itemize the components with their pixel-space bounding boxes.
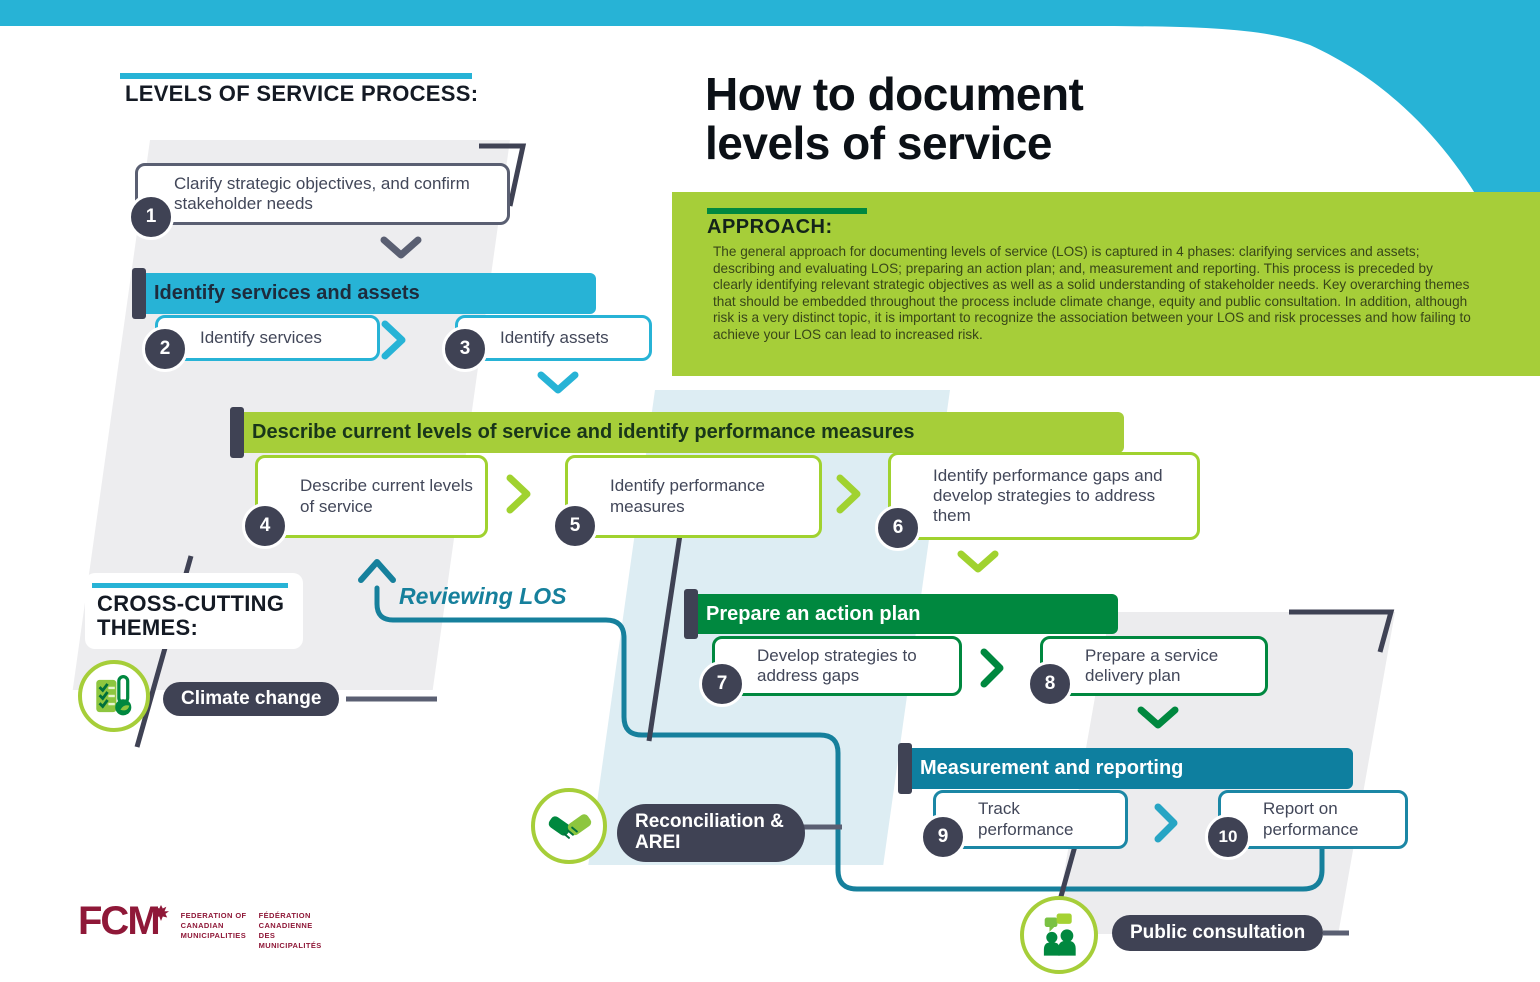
step-5-label: Identify performance measures bbox=[610, 476, 765, 516]
themes-heading-rule bbox=[92, 583, 288, 588]
approach-body: The general approach for documenting lev… bbox=[713, 244, 1471, 342]
page-title-line2: levels of service bbox=[705, 117, 1052, 170]
people-glyph bbox=[1043, 913, 1076, 956]
step-box-6: Identify performance gaps and develop st… bbox=[875, 452, 1200, 551]
phase-4-label: Measurement and reporting bbox=[920, 757, 1184, 779]
page-title: How to document levels of service bbox=[705, 68, 1084, 170]
step-box-10: Report on performance 10 bbox=[1205, 790, 1408, 860]
step-10-label: Report on performance bbox=[1263, 799, 1359, 839]
phase-3-label: Prepare an action plan bbox=[706, 602, 921, 625]
phase-1-header: Identify services and assets bbox=[132, 268, 596, 319]
step-8-number: 8 bbox=[1027, 661, 1073, 707]
step-7-number: 7 bbox=[699, 661, 745, 707]
climate-change-icon bbox=[78, 660, 150, 732]
reviewing-los-label: Reviewing LOS bbox=[399, 583, 567, 609]
phase-2-label: Describe current levels of service and i… bbox=[252, 421, 915, 443]
step-7-label: Develop strategies to address gaps bbox=[757, 645, 917, 685]
top-right-corner-shape bbox=[1060, 0, 1540, 338]
step-4-number: 4 bbox=[242, 503, 288, 549]
page-title-line1: How to document bbox=[705, 68, 1084, 120]
step-3-label: Identify assets bbox=[500, 327, 609, 347]
approach-heading: APPROACH: bbox=[707, 216, 833, 238]
themes-heading: CROSS-CUTTING THEMES: bbox=[97, 591, 285, 641]
phase-2-header: Describe current levels of service and i… bbox=[230, 407, 1124, 458]
step-5-number: 5 bbox=[552, 503, 598, 549]
chevron-right-step4-5-icon bbox=[506, 474, 531, 514]
step-4-label: Describe current levels of service bbox=[300, 476, 473, 516]
approach-panel: APPROACH: The general approach for docum… bbox=[672, 192, 1540, 376]
handshake-glyph bbox=[548, 814, 592, 839]
step-8-label: Prepare a service delivery plan bbox=[1085, 645, 1219, 685]
phase-1-label: Identify services and assets bbox=[154, 282, 420, 304]
step-box-5: Identify performance measures 5 bbox=[552, 455, 822, 549]
step-2-number: 2 bbox=[142, 326, 188, 372]
fcm-logo-text: FCM bbox=[78, 899, 161, 943]
process-heading-rule bbox=[120, 73, 472, 79]
step-box-1: Clarify strategic objectives, and confir… bbox=[128, 163, 510, 240]
public-consultation-icon bbox=[1020, 896, 1098, 974]
phase-4-header: Measurement and reporting bbox=[898, 743, 1353, 794]
theme-badge-climate-change: Climate change bbox=[163, 682, 340, 716]
step-9-number: 9 bbox=[920, 814, 966, 860]
chevron-right-step7-8-icon bbox=[980, 648, 1004, 688]
step-6-label: Identify performance gaps and develop st… bbox=[933, 465, 1163, 526]
step-1-number: 1 bbox=[128, 194, 174, 240]
step-10-number: 10 bbox=[1205, 814, 1251, 860]
climate-change-glyph bbox=[96, 675, 132, 716]
theme-badge-reconciliation: Reconciliation & AREI bbox=[617, 804, 805, 862]
theme-badge-public-consultation: Public consultation bbox=[1112, 915, 1324, 951]
phase-3-header: Prepare an action plan bbox=[684, 589, 1118, 639]
step-box-7: Develop strategies to address gaps 7 bbox=[699, 636, 962, 707]
step-box-9: Track performance 9 bbox=[920, 790, 1128, 860]
maple-leaf-icon bbox=[152, 905, 169, 921]
step-1-label: Clarify strategic objectives, and confir… bbox=[174, 173, 470, 213]
step-6-number: 6 bbox=[875, 505, 921, 551]
step-box-4: Describe current levels of service 4 bbox=[242, 455, 488, 549]
process-heading: LEVELS OF SERVICE PROCESS: bbox=[125, 81, 479, 106]
fcm-logo: FCM FEDERATION OF CANADIAN MUNICIPALITIE… bbox=[78, 899, 325, 952]
step-box-3: Identify assets 3 bbox=[442, 315, 652, 372]
reconciliation-icon bbox=[531, 788, 607, 864]
corner-blob bbox=[1060, 0, 1540, 338]
step-3-number: 3 bbox=[442, 326, 488, 372]
step-box-2: Identify services 2 bbox=[142, 315, 380, 372]
fcm-logo-caption-fr: FÉDÉRATION CANADIENNE DES MUNICIPALITÉS bbox=[258, 911, 322, 951]
fcm-logo-caption-en: FEDERATION OF CANADIAN MUNICIPALITIES bbox=[180, 911, 247, 941]
step-box-8: Prepare a service delivery plan 8 bbox=[1027, 636, 1268, 707]
step-2-label: Identify services bbox=[200, 327, 322, 347]
chevron-down-step6-icon bbox=[957, 550, 999, 573]
step-9-label: Track performance bbox=[978, 799, 1074, 839]
approach-heading-rule bbox=[707, 208, 867, 214]
